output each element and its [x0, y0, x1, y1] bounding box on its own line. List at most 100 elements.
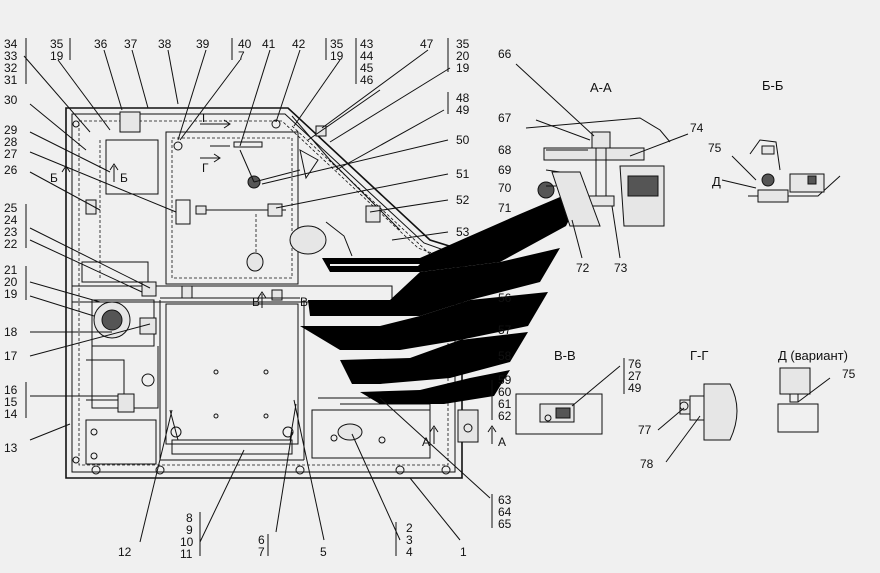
callout: 46 [360, 73, 374, 87]
callout: 45 [360, 61, 374, 75]
callout: 60 [498, 385, 512, 399]
section-titles: А-А Б-Б В-В Г-Г Д (вариант) Д [554, 78, 848, 363]
view-marker: Г [202, 161, 209, 175]
callout: 32 [4, 61, 18, 75]
callout: 29 [4, 123, 18, 137]
callout: 18 [4, 325, 18, 339]
callout: 5 [320, 545, 327, 559]
callout: 3 [406, 533, 413, 547]
callout: 43 [360, 37, 374, 51]
callout: 6 [258, 533, 265, 547]
callout: 77 [638, 423, 652, 437]
callout: 47 [420, 37, 434, 51]
callout: 24 [4, 213, 18, 227]
callout: 66 [498, 47, 512, 61]
callout: 35 [456, 37, 470, 51]
section-gg-detail [657, 383, 738, 463]
callout: 7 [258, 545, 265, 559]
callout: 19 [4, 287, 18, 301]
callout: 49 [456, 103, 470, 117]
callout: 26 [4, 163, 18, 177]
callout: 64 [498, 505, 512, 519]
mid-beam [71, 281, 393, 303]
lower-right-door [311, 397, 479, 459]
callout: 52 [456, 193, 470, 207]
callout: 19 [456, 61, 470, 75]
callout: 35 [50, 37, 64, 51]
callout: 63 [498, 493, 512, 507]
callout: 11 [180, 547, 193, 561]
section-title-gg: Г-Г [690, 348, 708, 363]
section-d-detail [777, 367, 831, 433]
callout: 68 [498, 143, 512, 157]
callout: 28 [4, 135, 18, 149]
callout: 12 [118, 545, 132, 559]
callout: 39 [196, 37, 210, 51]
callout: 62 [498, 409, 512, 423]
callout: 69 [498, 163, 512, 177]
view-marker: А [498, 435, 506, 449]
callout: 65 [498, 517, 512, 531]
callout: 42 [292, 37, 306, 51]
callout: 34 [4, 37, 18, 51]
callout: 50 [456, 133, 470, 147]
view-arrows [61, 119, 497, 444]
slanted-pillar [289, 115, 433, 257]
callout: 72 [576, 261, 590, 275]
view-marker: Г [202, 111, 209, 125]
view-marker: А [422, 435, 430, 449]
callout: 14 [4, 407, 18, 421]
callout: 48 [456, 91, 470, 105]
callout: 36 [94, 37, 108, 51]
callout: 38 [158, 37, 172, 51]
upper-window [105, 111, 301, 285]
callout: 7 [238, 49, 245, 63]
callout: 57 [498, 323, 512, 337]
callout: 35 [330, 37, 344, 51]
callout: 41 [262, 37, 276, 51]
callout: 1 [460, 545, 467, 559]
callout: 75 [708, 141, 722, 155]
callout: 33 [4, 49, 18, 63]
callout: 21 [4, 263, 18, 277]
callout: 44 [360, 49, 374, 63]
callout: 75 [842, 367, 856, 381]
callout: 22 [4, 237, 18, 251]
callout: 2 [406, 521, 413, 535]
section-mark-d: Д [712, 174, 721, 189]
callout: 49 [628, 381, 642, 395]
callout: 27 [4, 147, 18, 161]
callout: 71 [498, 201, 512, 215]
section-bb-detail [721, 139, 841, 203]
callout: 51 [456, 167, 470, 181]
callout: 23 [4, 225, 18, 239]
callout: 78 [640, 457, 654, 471]
callout-numbers: 34 33 32 31 35 19 36 37 38 39 40 7 41 42… [4, 37, 856, 561]
view-marker-letters: Б Б Г Г В В А А [50, 111, 506, 449]
callout: 67 [498, 111, 512, 125]
callout: 58 [498, 349, 512, 363]
callout: 20 [4, 275, 18, 289]
callout: 4 [406, 545, 413, 559]
watermark-logo [300, 186, 586, 404]
section-aa-detail [515, 63, 689, 259]
view-marker: Б [120, 171, 128, 185]
callout: 56 [498, 291, 512, 305]
callout: 25 [4, 201, 18, 215]
callout: 59 [498, 373, 512, 387]
callout: 40 [238, 37, 252, 51]
callout: 20 [456, 49, 470, 63]
callout: 61 [498, 397, 512, 411]
view-marker: В [300, 295, 308, 309]
section-title-d-variant: Д (вариант) [778, 348, 848, 363]
view-marker: В [252, 295, 260, 309]
callout: 19 [50, 49, 64, 63]
callout: 8 [186, 511, 193, 525]
callout: 74 [690, 121, 704, 135]
section-title-bb: Б-Б [762, 78, 783, 93]
section-title-vv: В-В [554, 348, 576, 363]
section-vv-detail [515, 365, 621, 435]
callout: 37 [124, 37, 138, 51]
